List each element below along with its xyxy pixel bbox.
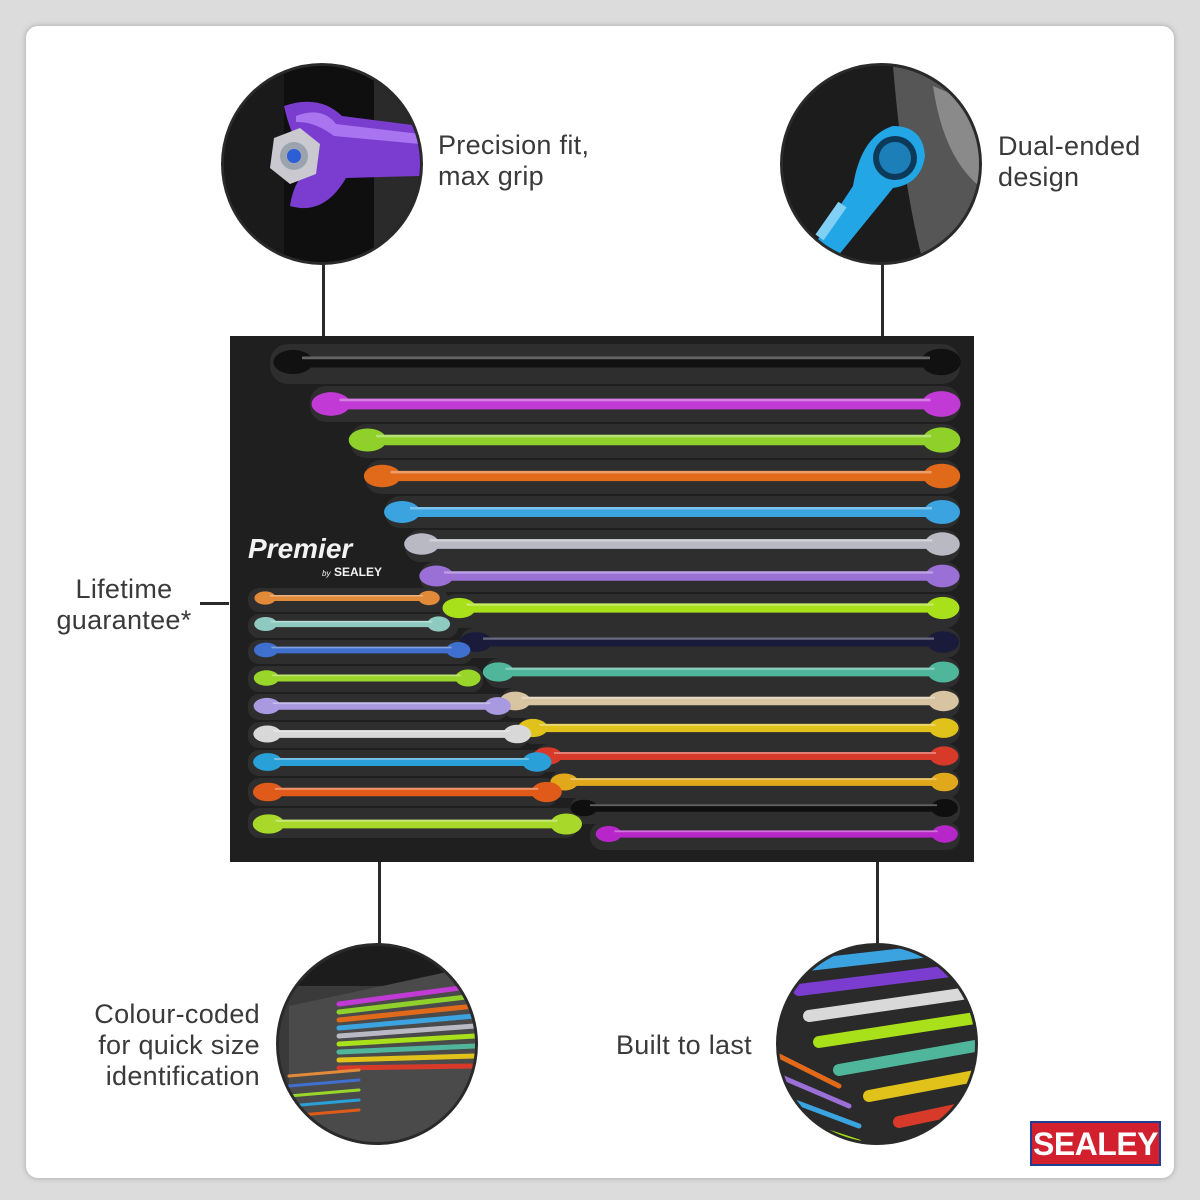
sealey-logo: SEALEY — [1027, 1118, 1164, 1169]
tray-brand-by: by — [322, 569, 331, 578]
small-spanner-2 — [254, 616, 451, 632]
sealey-logo-text: SEALEY — [1032, 1125, 1159, 1162]
precision-fit-photo — [221, 63, 423, 265]
large-spanner-10 — [482, 661, 959, 683]
spanner-tray: Premier by SEALEY — [230, 336, 974, 862]
colour-coded-label: Colour-coded for quick size identificati… — [94, 999, 260, 1091]
large-spanner-12 — [518, 718, 959, 738]
large-spanner-7 — [419, 564, 960, 588]
built-to-last-photo — [776, 943, 978, 1145]
small-spanner-6 — [253, 724, 532, 744]
lifetime-guarantee-label: Lifetime guarantee* — [56, 574, 192, 635]
large-spanner-6 — [404, 532, 960, 556]
leader-line-lt — [200, 602, 236, 605]
leader-line-tl — [322, 262, 325, 352]
large-spanner-14 — [550, 772, 959, 792]
precision-fit-label: Precision fit, max grip — [438, 130, 590, 191]
colour-coded-photo — [276, 943, 478, 1145]
large-spanner-2 — [311, 391, 961, 417]
large-spanner-16 — [595, 825, 958, 843]
large-spanner-9 — [459, 631, 960, 653]
spanner-tray-illustration: Premier by SEALEY — [230, 336, 974, 862]
leader-line-br — [876, 812, 879, 946]
small-spanner-3 — [253, 641, 471, 659]
large-spanner-3 — [348, 427, 961, 453]
large-spanner-13 — [533, 746, 959, 766]
large-spanner-5 — [384, 500, 960, 524]
large-spanner-15 — [570, 799, 958, 817]
small-spanners — [252, 590, 583, 835]
large-spanner-4 — [363, 463, 961, 489]
tray-brand-maker: SEALEY — [334, 565, 382, 579]
built-to-last-label: Built to last — [616, 1030, 752, 1060]
large-spanner-8 — [442, 596, 960, 620]
leader-line-tr — [881, 262, 884, 352]
large-spanners — [273, 348, 961, 843]
small-spanner-7 — [253, 752, 552, 772]
dual-ended-photo — [780, 63, 982, 265]
small-spanner-5 — [253, 697, 511, 715]
leader-line-bl — [378, 812, 381, 946]
small-spanner-4 — [253, 669, 481, 687]
dual-ended-label: Dual-ended design — [998, 131, 1141, 192]
small-spanner-8 — [252, 781, 562, 803]
small-spanner-9 — [252, 813, 583, 835]
small-spanner-1 — [254, 590, 440, 606]
tray-brand-name: Premier — [248, 533, 354, 564]
large-spanner-1 — [273, 348, 961, 376]
